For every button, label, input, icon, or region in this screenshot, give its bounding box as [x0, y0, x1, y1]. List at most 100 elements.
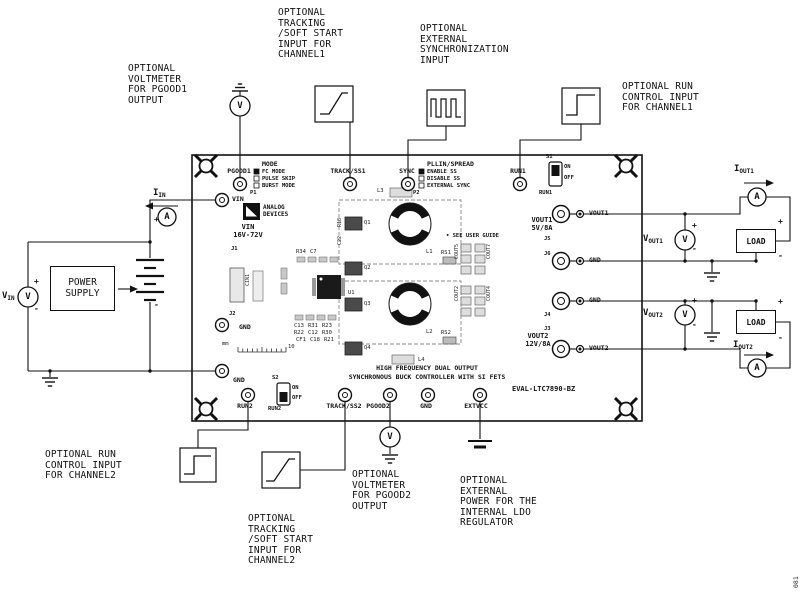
vout1-meter-minus: -	[692, 244, 697, 253]
p1-mode-jumper	[253, 168, 260, 189]
board-title-line1: HIGH FREQUENCY DUAL OUTPUT	[376, 364, 478, 372]
component-label-rs2: RS2	[441, 330, 451, 336]
iout2-ammeter-letter: A	[754, 363, 760, 373]
iout2-ammeter-symbol	[747, 358, 767, 378]
vout2-turret	[551, 339, 571, 359]
mode-header-label: MODE	[262, 160, 278, 168]
j5-label: J5	[544, 236, 551, 242]
iout2-label: IOUT2	[733, 340, 753, 351]
component-label-cout5: COUT5	[454, 244, 460, 260]
gnd1-turret	[551, 251, 571, 271]
u1-controller-ic	[312, 275, 345, 299]
s1-run-switch	[548, 161, 563, 187]
iout1-ammeter-letter: A	[754, 192, 760, 202]
vout2-voltmeter-letter: V	[682, 310, 688, 320]
vout1-terminal	[575, 209, 585, 219]
p1-label: P1	[250, 190, 257, 196]
iout1-label: IOUT1	[734, 164, 754, 175]
vin-meter-plus: +	[34, 277, 39, 286]
pll-opt-enable: ENABLE SS	[427, 169, 457, 175]
vout1-terminal-label: VOUT1	[589, 209, 609, 217]
run2-step-box	[179, 447, 217, 483]
l1-inductor	[388, 202, 432, 246]
vout1-meter-plus: +	[692, 221, 697, 230]
component-label-cf1: CF1	[296, 337, 306, 343]
vin-voltmeter-symbol	[17, 286, 39, 308]
cout-capacitor-bank-2	[460, 285, 486, 317]
power-supply-box: POWER SUPPLY	[50, 266, 115, 311]
see-user-guide-note: • SEE USER GUIDE	[446, 233, 499, 239]
board-title-line2: SYNCHRONOUS BUCK CONTROLLER WITH SI FETS	[348, 373, 506, 381]
extvcc-supply-symbol	[468, 440, 492, 449]
pll-opt-extsync: EXTERNAL SYNC	[427, 183, 471, 189]
sync-turret	[400, 176, 416, 192]
gnd2-terminal-label: GND	[589, 296, 601, 304]
s2-off-label: OFF	[292, 395, 302, 401]
component-label-q2: Q2	[364, 265, 371, 271]
component-label-cout4: COUT4	[486, 286, 492, 302]
logo-devices-label: DEVICES	[263, 211, 289, 218]
ground-pgood2	[382, 454, 398, 464]
component-label-c18: C18	[310, 337, 320, 343]
component-label-l3: L3	[377, 188, 384, 194]
j2-label: J2	[229, 311, 236, 317]
pll-header-label: PLLIN/SPREAD	[427, 160, 474, 168]
softstart-ramp-box-ch2	[261, 451, 301, 489]
q2-fet	[344, 261, 363, 276]
component-label-cout2: COUT2	[454, 286, 460, 302]
iout1-ammeter-symbol	[747, 187, 767, 207]
component-label-cin1: CIN1	[245, 274, 251, 287]
board-components	[229, 161, 563, 406]
vin-label: VIN	[2, 291, 15, 302]
extvcc-terminal-label: EXTVCC	[464, 402, 488, 410]
annotation-track-ss2: OPTIONAL TRACKING /SOFT START INPUT FOR …	[248, 513, 314, 567]
run1-terminal-label: RUN1	[510, 167, 526, 175]
component-label-r31: R31	[308, 323, 318, 329]
signal-source-boxes	[179, 85, 601, 489]
figure-number: 081	[792, 576, 800, 588]
pgood2-terminal-label: PGOOD2	[366, 402, 390, 410]
load1-box: LOAD	[736, 229, 776, 253]
component-label-cout7: COUT7	[486, 244, 492, 260]
load1-plus: +	[778, 217, 783, 226]
gnd-bottom-turret	[420, 387, 436, 403]
vout1-turret	[551, 204, 571, 224]
p2-label: P2	[413, 190, 420, 196]
component-label-l4: L4	[418, 357, 425, 363]
junction-dots	[48, 212, 758, 373]
wires	[27, 91, 791, 471]
run1-turret	[512, 176, 528, 192]
pgood2-turret	[382, 387, 398, 403]
trackss1-terminal-label: TRACK/SS1	[330, 167, 366, 175]
vout1-label: VOUT1	[643, 234, 663, 245]
iin-ammeter-letter: A	[164, 212, 170, 222]
trackss2-terminal-label: TRACK/SS2	[326, 402, 362, 410]
component-label-r23: R23	[322, 323, 332, 329]
component-label-r30: R30	[322, 330, 332, 336]
l4-inductor	[391, 354, 415, 365]
softstart-ramp-box-ch1	[314, 85, 354, 123]
board-part-number: EVAL-LTC7890-BZ	[512, 385, 576, 393]
ruler-mm-label: mm	[222, 341, 229, 347]
pgood1-terminal-label: PGOOD1	[227, 167, 251, 175]
gnd2-terminal	[575, 296, 585, 306]
turret-terminals	[214, 176, 585, 403]
cout-capacitor-bank-1	[460, 243, 486, 275]
component-label-l1: L1	[426, 249, 433, 255]
component-label-q3: Q3	[364, 301, 371, 307]
gnd2-turret	[551, 291, 571, 311]
small-passives	[294, 256, 339, 321]
mm-ruler	[237, 347, 287, 353]
j4-label: J4	[544, 312, 551, 318]
component-label-c22: C22	[337, 236, 343, 246]
ground-out1	[704, 272, 720, 282]
vin-turret	[214, 192, 230, 208]
s2-label: S2	[272, 375, 279, 381]
iout2-arrow-icon	[766, 351, 774, 359]
mode-opt-pulse: PULSE SKIP	[262, 176, 296, 182]
s1-run1-label: RUN1	[539, 190, 553, 196]
component-label-q4: Q4	[364, 345, 371, 351]
load1-minus: -	[778, 251, 783, 260]
